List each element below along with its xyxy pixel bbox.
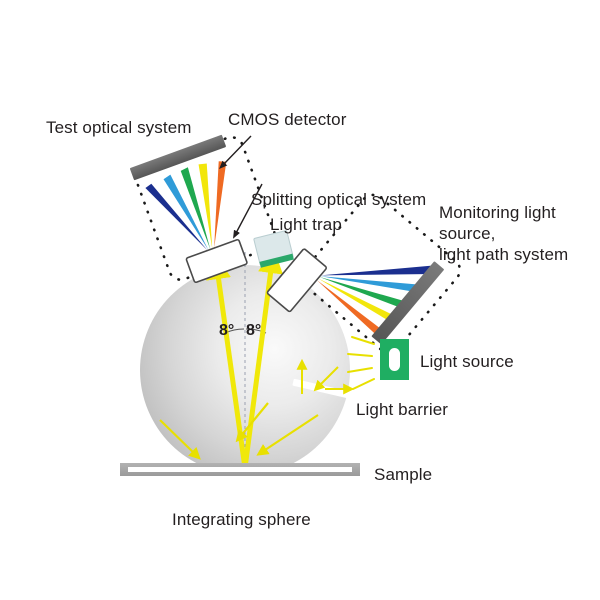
light-source-group [347,336,409,390]
label-integrating-sphere: Integrating sphere [172,510,311,529]
label-splitting-optical-system: Splitting optical system [251,190,427,209]
emission-ray-4 [352,378,375,390]
label-light-trap: Light trap [270,215,342,234]
spectrum-beam-blue [163,174,209,251]
diffuse-ray-3 [256,414,319,456]
label-angle-left: 8° [219,322,235,339]
monitoring-beam-blue [319,276,423,293]
label-light-source: Light source [420,352,514,371]
monitoring-spectrum-fan [316,265,435,338]
spectrum-beam-violet [145,183,208,251]
monitoring-beam-orange [316,279,386,338]
light-source-lamp-filament [389,348,400,371]
monitoring-system-group [266,193,462,354]
emission-ray-3 [347,367,373,373]
label-leader-lines [219,135,263,239]
test-spectrum-fan [145,161,227,251]
leader-splitting-optical-system [233,183,263,239]
emission-ray-1 [351,336,375,345]
ray-to-light-trap [242,248,283,469]
light-barrier-group [292,358,380,406]
leader-cmos-detector [219,135,252,170]
label-monitoring-light-source: Monitoring light source, light path syst… [439,203,569,264]
monitoring-beam-violet [320,265,435,276]
monitoring-aperture-box [266,248,327,313]
light-trap-group [253,230,294,268]
monitoring-detector-bar [371,261,444,345]
splitting-prism-box [185,238,248,284]
light-source-emission-rays [347,336,375,390]
label-light-barrier: Light barrier [356,400,449,419]
label-cmos-detector: CMOS detector [228,110,347,129]
spectrum-beam-orange [214,161,227,249]
monitoring-beam-yellow [318,278,400,325]
sample-group [120,463,360,476]
label-sample: Sample [374,465,433,484]
angle-arc-right [245,328,267,334]
light-barrier-arrows [296,358,355,395]
spectrum-beam-yellow [198,163,213,249]
diffuse-ray-1 [159,419,201,460]
diffuse-rays [159,402,319,460]
monitoring-beam-green [319,276,412,311]
integrating-sphere-body [140,265,350,475]
diffuse-ray-2 [235,402,269,443]
monitoring-system-boundary [300,193,462,354]
emission-ray-2 [347,353,373,357]
spectrum-beam-green [180,167,211,250]
label-angle-right: 8° [246,322,262,339]
light-trap-aperture-edge [259,253,294,268]
label-test-optical-system: Test optical system [46,118,192,137]
barrier-arrow-down-left [313,366,339,392]
sample-bar-inner [128,467,352,472]
cmos-detector-bar [129,134,226,181]
